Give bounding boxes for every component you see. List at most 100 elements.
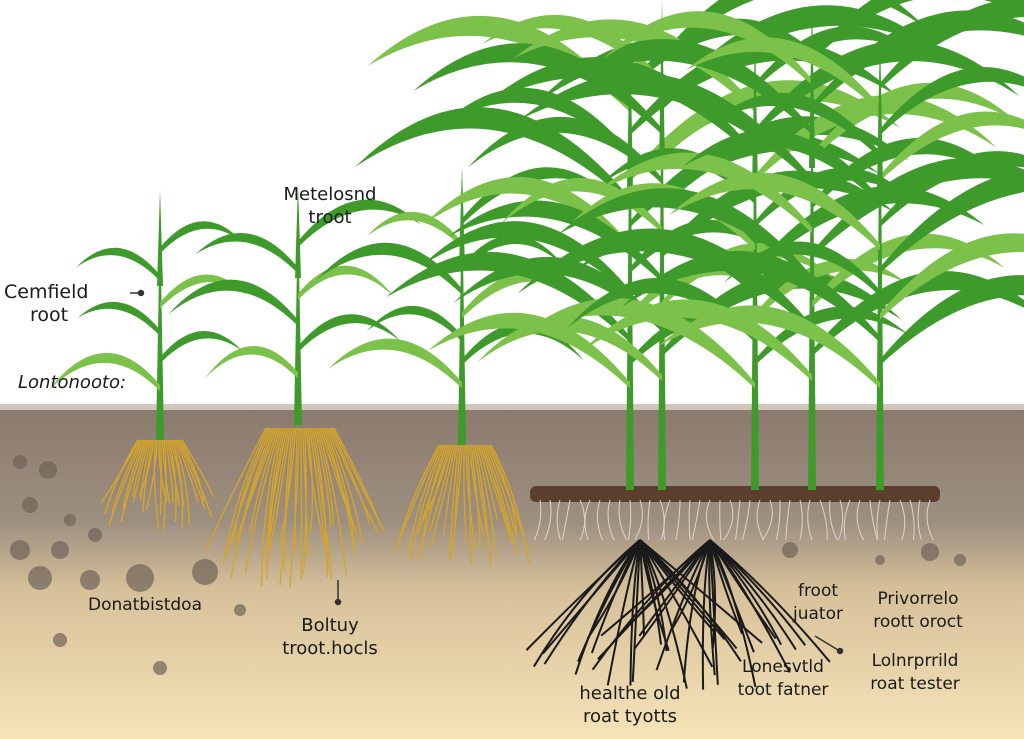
mature-plant-leaf (668, 172, 880, 251)
fine-root (735, 499, 741, 541)
seedling-leaf (77, 301, 160, 336)
mature-plant-leaf (812, 10, 1024, 110)
seedling-leaf (75, 247, 160, 281)
root-strand (166, 439, 180, 507)
seedling-leaf (462, 271, 581, 319)
fine-root (819, 499, 828, 541)
seedling-leaf (366, 211, 462, 248)
mature-plant-leaf (880, 0, 1024, 90)
black-root (639, 539, 668, 652)
fine-root (647, 499, 651, 541)
black-root (709, 539, 717, 649)
fine-root (799, 499, 803, 541)
root-strand (324, 427, 356, 547)
mature-plant-leaf (597, 152, 812, 234)
root-strand (266, 427, 285, 580)
mature-plant-leaf (683, 129, 880, 205)
fine-root (607, 499, 615, 541)
fine-root (688, 499, 691, 541)
root-strand (131, 439, 149, 497)
pebble (921, 543, 939, 561)
mature-plant-leaf (662, 0, 927, 61)
mature-plant-leaf (880, 170, 1024, 274)
root-strand (466, 444, 472, 564)
seedling-leaf (366, 305, 462, 342)
fine-root (556, 499, 561, 541)
fine-root (762, 499, 773, 541)
root-strand (300, 427, 303, 580)
roots (100, 427, 934, 690)
black-root (629, 539, 641, 686)
root-strand (111, 439, 142, 513)
root-strand (468, 444, 485, 538)
mature-plant-leaf (440, 87, 630, 159)
root-strand (267, 427, 290, 547)
seedling-tip (157, 190, 163, 286)
root-strand (307, 427, 314, 534)
seedling-leaf (298, 199, 421, 248)
black-root (708, 539, 716, 676)
root-strand (288, 427, 300, 588)
root-strand (465, 444, 477, 550)
black-root (655, 539, 711, 671)
mature-plant-leaf (536, 39, 812, 135)
mature-plant-leaf (581, 299, 812, 381)
root-strand (302, 427, 308, 575)
mature-plant-leaf (755, 40, 1020, 136)
root-strand (483, 444, 518, 555)
root-strand (479, 444, 514, 544)
fine-root (869, 499, 878, 541)
root-strand (235, 427, 278, 540)
mature-plant-leaf (723, 241, 880, 297)
root-strand (484, 444, 518, 539)
seedling-leaf (328, 338, 462, 389)
black-root (670, 539, 711, 631)
fine-root (807, 499, 813, 541)
root-strand (162, 439, 167, 530)
root-strand (100, 439, 141, 504)
root-strand (477, 444, 499, 521)
root-strand (140, 439, 152, 500)
root-strand (159, 439, 162, 514)
root-strand (294, 427, 299, 553)
mature-plant-leaf (880, 151, 1024, 228)
root-strand (442, 444, 458, 536)
root-strand (310, 427, 333, 580)
fine-root (534, 499, 542, 541)
root-strand (174, 439, 199, 503)
root-strand (205, 427, 267, 551)
pebble (39, 461, 57, 479)
seedling-leaf (315, 242, 462, 295)
mature-plant-leaf (630, 18, 830, 90)
root-strand (312, 427, 328, 578)
fine-root (596, 499, 603, 541)
seedling-leaf (48, 352, 160, 391)
fine-root (691, 499, 701, 541)
mature-plant-leaf (662, 269, 903, 357)
fine-root (618, 499, 627, 541)
seedling-leaf (168, 279, 298, 326)
mature-plant-tip (752, 30, 758, 189)
black-root (586, 539, 641, 640)
root-strand (463, 444, 467, 541)
pebble (192, 559, 218, 585)
black-root (633, 539, 711, 649)
root-strand (269, 427, 292, 550)
root-strand (138, 439, 155, 497)
fine-root (584, 499, 591, 541)
root-strand (132, 439, 151, 503)
fine-root (856, 499, 865, 541)
pebble (80, 570, 100, 590)
pebble (51, 541, 69, 559)
pebble (88, 528, 102, 542)
seedling-leaf (160, 331, 243, 364)
root-strand (176, 439, 206, 509)
mature-plant-leaf (812, 137, 1016, 209)
root-strand (398, 444, 440, 538)
mature-plant-leaf (880, 111, 1024, 182)
pebble (954, 554, 966, 566)
mature-plant-leaf (755, 258, 908, 320)
